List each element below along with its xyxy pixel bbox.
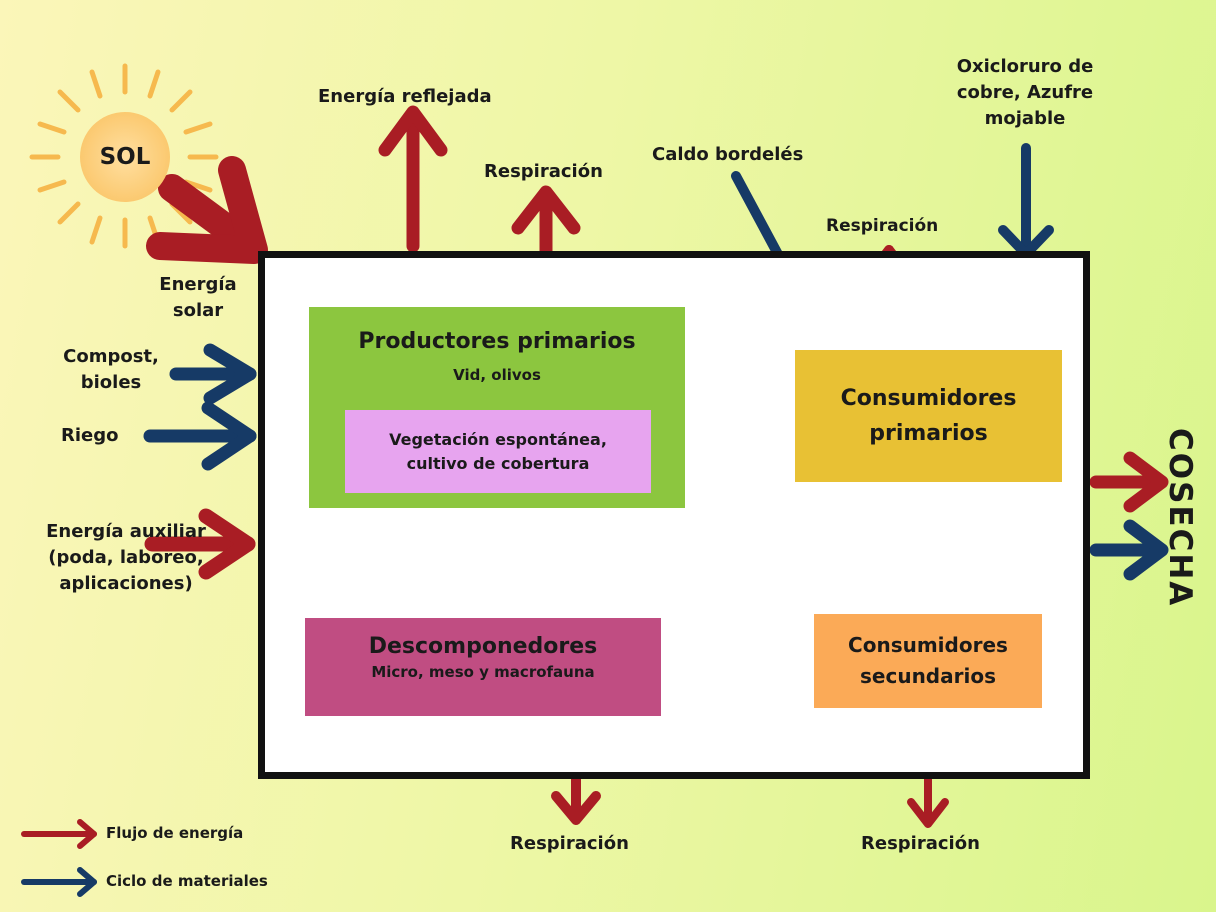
respiracion-bottom-right-label: Respiración xyxy=(861,833,980,854)
oxychloride-arrow xyxy=(998,143,1054,259)
respiracion-consumidores-label: Respiración xyxy=(826,216,939,236)
vegetacion-box: Vegetación espontánea, cultivo de cobert… xyxy=(345,410,651,493)
harvest-material-arrow xyxy=(1089,519,1169,581)
compost-arrow xyxy=(169,343,257,405)
respiracion-top-label: Respiración xyxy=(484,161,603,182)
consumidores-secundarios-title: Consumidores secundarios xyxy=(848,633,1008,688)
descomponedores-title: Descomponedores xyxy=(368,634,598,659)
harvest-energy-arrow xyxy=(1089,451,1169,513)
energia-solar-label: Energía solar xyxy=(159,274,237,322)
consumidores-primarios-box: Consumidores primarios xyxy=(795,350,1062,482)
consumidores-secundarios-box: Consumidores secundarios xyxy=(814,614,1042,708)
productores-subtitle: Vid, olivos xyxy=(453,366,541,384)
energia-reflejada-label: Energía reflejada xyxy=(318,86,492,107)
legend-materials-label: Ciclo de materiales xyxy=(106,872,268,890)
oxicloruro-label: Oxicloruro de cobre, Azufre mojable xyxy=(956,56,1094,130)
descomponedores-box: Descomponedores Micro, meso y macrofauna xyxy=(305,618,661,716)
legend-materials-arrow xyxy=(21,867,97,897)
sun-label: SOL xyxy=(99,144,151,170)
descomponedores-subtitle: Micro, meso y macrofauna xyxy=(371,663,595,681)
solar-energy-arrow xyxy=(146,156,268,264)
reflected-energy-arrow xyxy=(378,105,448,253)
caldo-bordeles-label: Caldo bordelés xyxy=(652,144,804,165)
auxiliary-energy-arrow xyxy=(144,508,256,580)
legend-energy-label: Flujo de energía xyxy=(106,824,244,842)
vegetacion-text: Vegetación espontánea, cultivo de cobert… xyxy=(389,429,607,473)
riego-label: Riego xyxy=(61,425,119,446)
legend-energy-arrow xyxy=(21,819,97,849)
energia-auxiliar-label: Energía auxiliar (poda, laboreo, aplicac… xyxy=(46,521,206,595)
cosecha-label: COSECHA xyxy=(1162,428,1198,608)
riego-arrow xyxy=(143,401,257,471)
consumidores-primarios-title: Consumidores primarios xyxy=(840,385,1017,446)
productores-title: Productores primarios xyxy=(358,329,636,354)
respiracion-bottom-left-label: Respiración xyxy=(510,833,629,854)
compost-label: Compost, bioles xyxy=(63,346,159,394)
sun-icon: SOL xyxy=(80,112,170,202)
